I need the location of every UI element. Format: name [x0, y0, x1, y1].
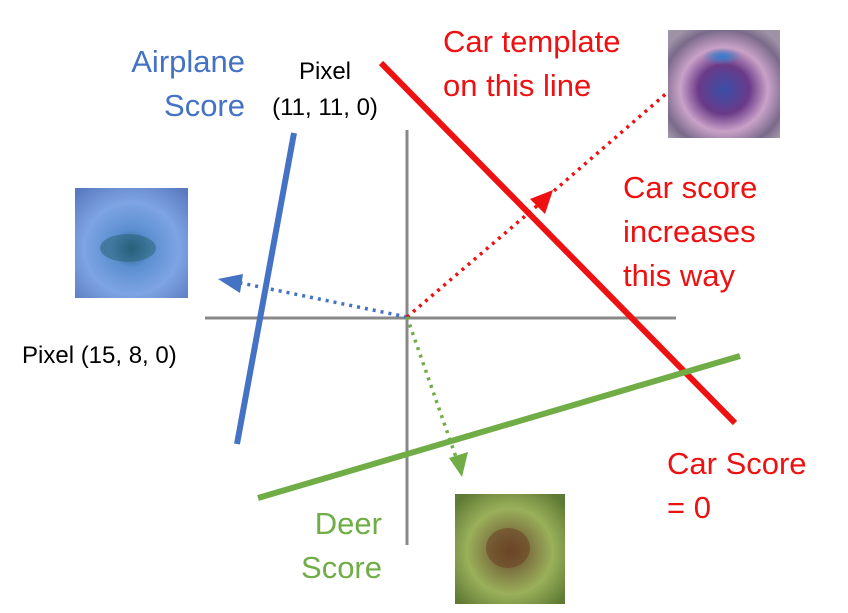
car-decision-line: [378, 60, 738, 426]
car-template-line-2: on this line: [443, 68, 592, 103]
deer-decision-line: [257, 353, 741, 501]
car-template-extension: [546, 90, 670, 198]
car-zero-line-2: = 0: [667, 490, 711, 525]
car-direction-arrow: [405, 197, 547, 319]
pixel-y-axis-line-1: Pixel: [298, 58, 352, 85]
deer-score-line-1: Deer: [314, 506, 382, 541]
airplane-arrow-head: [218, 274, 243, 293]
airplane-direction-arrow: [235, 280, 408, 319]
pixel-x-axis-text: Pixel (15, 8, 0): [22, 342, 177, 369]
car-template-label: Car template on this line: [443, 20, 620, 108]
deer-score-line-2: Score: [301, 550, 382, 585]
airplane-score-line-1: Airplane: [131, 44, 245, 79]
car-increases-line-3: this way: [623, 258, 735, 293]
car-increases-label: Car score increases this way: [623, 166, 757, 298]
airplane-template-thumbnail: [75, 188, 188, 298]
car-template-line-1: Car template: [443, 24, 621, 59]
deer-score-label: Deer Score: [280, 502, 382, 590]
pixel-y-axis-label: Pixel (11, 11, 0): [255, 54, 395, 126]
car-increases-line-1: Car score: [623, 170, 758, 205]
pixel-y-axis-line-2: (11, 11, 0): [272, 94, 378, 121]
car-zero-label: Car Score = 0: [667, 442, 807, 530]
airplane-score-label: Airplane Score: [90, 40, 245, 128]
deer-direction-arrow: [405, 316, 459, 461]
deer-arrow-head: [449, 452, 468, 477]
car-increases-line-2: increases: [623, 214, 756, 249]
deer-template-thumbnail: [455, 494, 565, 604]
pixel-x-axis-label: Pixel (15, 8, 0): [22, 338, 177, 374]
car-arrow-head: [530, 190, 553, 214]
car-template-thumbnail: [668, 30, 780, 138]
airplane-score-line-2: Score: [164, 88, 245, 123]
car-zero-line-1: Car Score: [667, 446, 807, 481]
